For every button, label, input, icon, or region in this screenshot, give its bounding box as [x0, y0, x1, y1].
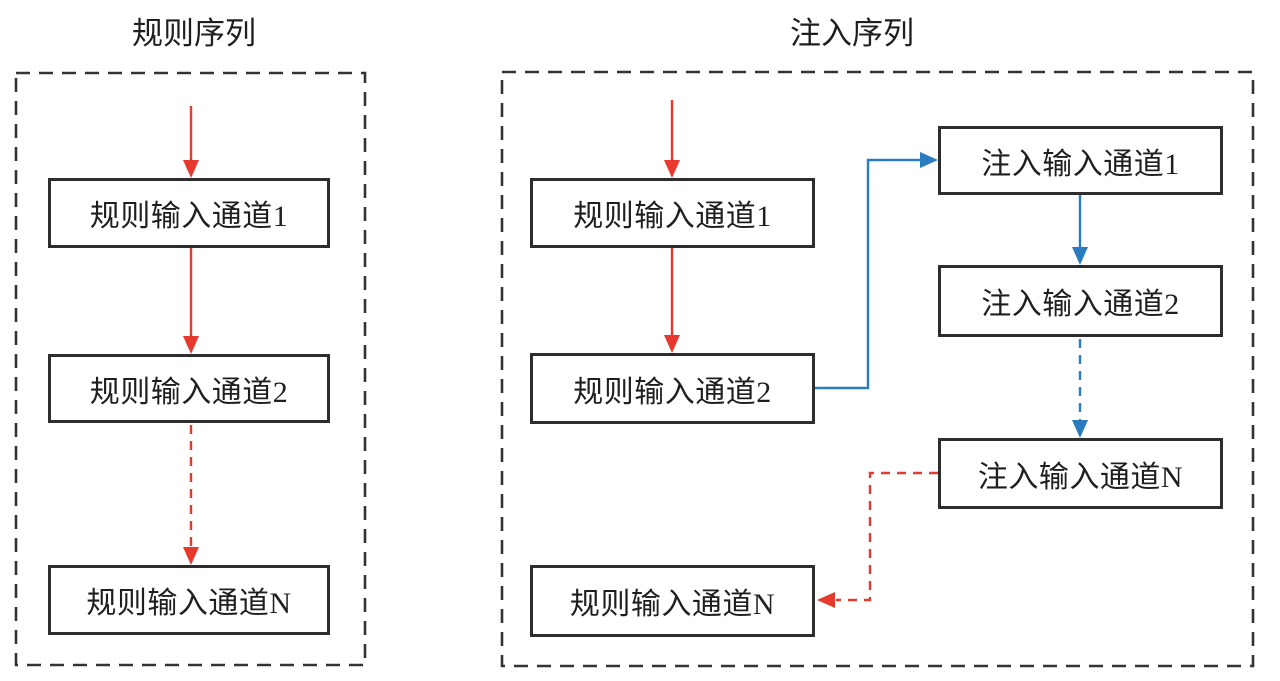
injection1-to-injection2-arrowhead [1072, 247, 1088, 265]
rule-sequence-title: 规则序列 [132, 16, 256, 51]
left-rule-channel-1-box: 规则输入通道1 [48, 178, 330, 248]
left-rule-channel-N-box: 规则输入通道N [48, 565, 330, 635]
left-rule1-to-rule2-arrowhead [183, 336, 199, 354]
left-rule2-to-ruleN-arrowhead [183, 547, 199, 565]
left-rule-channel-2-label: 规则输入通道2 [89, 375, 289, 409]
rule2-to-injection1-arrowhead [920, 152, 938, 168]
injection2-to-injectionN-arrowhead [1072, 420, 1088, 438]
injection-channel-2-label: 注入输入通道2 [981, 288, 1180, 321]
right-rule-channel-1-label: 规则输入通道1 [573, 200, 772, 233]
injectionN-to-ruleN-dashed-elbow-line [836, 471, 938, 602]
injection-channel-2-box: 注入输入通道2 [938, 265, 1223, 337]
right-rule-channel-N-box: 规则输入通道N [530, 565, 815, 637]
injection-channel-1-label: 注入输入通道1 [981, 147, 1180, 181]
left-rule-channel-1-label: 规则输入通道1 [89, 200, 289, 233]
left-entry-arrowhead [183, 160, 199, 178]
right-entry-arrowhead [664, 160, 680, 178]
injection-channel-N-box: 注入输入通道N [938, 438, 1223, 509]
left-rule-channel-2-box: 规则输入通道2 [48, 354, 330, 423]
right-rule1-to-rule2-arrowhead [664, 335, 680, 353]
injection-sequence-panel-frame [500, 70, 1255, 668]
right-rule-channel-2-label: 规则输入通道2 [573, 375, 772, 409]
rule-sequence-panel-frame [14, 71, 367, 667]
injection-channel-1-box: 注入输入通道1 [938, 126, 1223, 195]
rule2-to-injection1-elbow-line [815, 158, 920, 390]
injectionN-to-ruleN-arrowhead [817, 592, 835, 608]
left-rule-channel-N-label: 规则输入通道N [86, 587, 292, 620]
right-rule-channel-2-box: 规则输入通道2 [530, 353, 815, 424]
right-rule-channel-1-box: 规则输入通道1 [530, 178, 815, 248]
injection-channel-N-label: 注入输入通道N [977, 460, 1184, 494]
right-rule-channel-N-label: 规则输入通道N [569, 588, 776, 621]
injection-sequence-title: 注入序列 [790, 16, 914, 51]
